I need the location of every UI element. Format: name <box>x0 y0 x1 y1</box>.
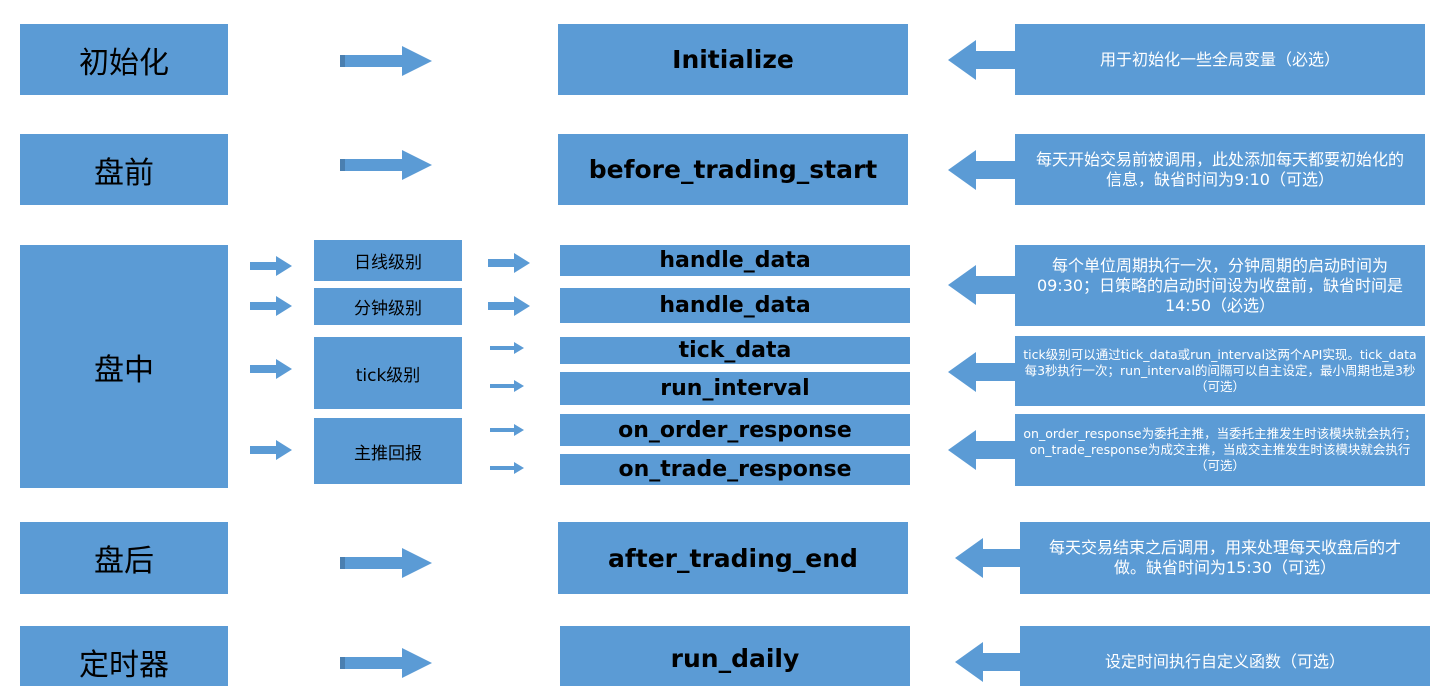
func-tick-data-label: tick_data <box>678 338 792 363</box>
desc-handle-text: 每个单位周期执行一次，分钟周期的启动时间为09:30；日策略的启动时间设为收盘前… <box>1036 255 1404 315</box>
desc-post: 每天交易结束之后调用，用来处理每天收盘后的才做。缺省时间为15:30（可选） <box>1020 522 1430 594</box>
func-initialize: Initialize <box>558 24 908 95</box>
func-on-order-response: on_order_response <box>560 414 910 446</box>
arrow-right-icon <box>490 424 524 436</box>
level-tick-label: tick级别 <box>355 365 421 386</box>
func-on-trade-response: on_trade_response <box>560 454 910 485</box>
arrow-right-icon <box>340 150 432 180</box>
desc-init: 用于初始化一些全局变量（必选） <box>1015 24 1425 95</box>
arrow-right-icon <box>340 46 432 76</box>
func-run-interval: run_interval <box>560 372 910 405</box>
desc-tick: tick级别可以通过tick_data或run_interval这两个API实现… <box>1015 336 1425 406</box>
level-minute: 分钟级别 <box>314 288 462 325</box>
phase-init: 初始化 <box>20 24 228 95</box>
level-daily-label: 日线级别 <box>354 253 422 273</box>
func-after-trading-end-label: after_trading_end <box>608 543 858 573</box>
arrow-left-icon <box>948 430 1018 470</box>
phase-init-label: 初始化 <box>79 45 169 81</box>
func-handle-data-minute-label: handle_data <box>659 293 811 318</box>
level-push-label: 主推回报 <box>354 443 422 464</box>
func-on-trade-response-label: on_trade_response <box>618 457 852 482</box>
desc-timer: 设定时间执行自定义函数（可选） <box>1020 626 1430 686</box>
level-push: 主推回报 <box>314 418 462 484</box>
phase-post: 盘后 <box>20 522 228 594</box>
func-run-daily-label: run_daily <box>670 644 800 673</box>
arrow-left-icon <box>948 150 1018 190</box>
arrow-right-icon <box>490 462 524 474</box>
phase-intraday-label: 盘中 <box>94 352 154 388</box>
func-run-daily: run_daily <box>560 626 910 686</box>
desc-push: on_order_response为委托主推，当委托主推发生时该模块就会执行；o… <box>1015 414 1425 486</box>
desc-tick-text: tick级别可以通过tick_data或run_interval这两个API实现… <box>1023 346 1417 395</box>
func-handle-data-daily-label: handle_data <box>659 248 811 273</box>
level-daily: 日线级别 <box>314 240 462 281</box>
arrow-right-icon <box>250 256 292 276</box>
func-handle-data-minute: handle_data <box>560 288 910 323</box>
phase-pre: 盘前 <box>20 134 228 205</box>
desc-pre: 每天开始交易前被调用，此处添加每天都要初始化的信息，缺省时间为9:10（可选） <box>1015 134 1425 205</box>
desc-pre-text: 每天开始交易前被调用，此处添加每天都要初始化的信息，缺省时间为9:10（可选） <box>1035 149 1404 189</box>
arrow-left-icon <box>948 40 1018 80</box>
desc-timer-text: 设定时间执行自定义函数（可选） <box>1104 652 1345 671</box>
arrow-right-icon <box>490 380 524 392</box>
func-handle-data-daily: handle_data <box>560 245 910 276</box>
arrow-right-icon <box>340 648 432 678</box>
arrow-left-icon <box>948 265 1018 305</box>
arrow-right-icon <box>490 342 524 354</box>
phase-post-label: 盘后 <box>94 544 154 579</box>
phase-pre-label: 盘前 <box>94 155 154 191</box>
func-initialize-label: Initialize <box>672 45 794 74</box>
func-on-order-response-label: on_order_response <box>618 417 852 443</box>
arrow-right-icon <box>250 440 292 460</box>
arrow-right-icon <box>340 548 432 578</box>
func-before-trading-start: before_trading_start <box>558 134 908 205</box>
level-tick: tick级别 <box>314 337 462 409</box>
phase-timer: 定时器 <box>20 626 228 686</box>
desc-post-text: 每天交易结束之后调用，用来处理每天收盘后的才做。缺省时间为15:30（可选） <box>1048 538 1401 577</box>
arrow-left-icon <box>955 538 1025 578</box>
arrow-left-icon <box>955 642 1025 682</box>
arrow-right-icon <box>250 359 292 379</box>
func-after-trading-end: after_trading_end <box>558 522 908 594</box>
arrow-right-icon <box>488 296 530 316</box>
level-minute-label: 分钟级别 <box>354 299 422 319</box>
phase-intraday: 盘中 <box>20 245 228 488</box>
arrow-right-icon <box>488 253 530 273</box>
arrow-right-icon <box>250 296 292 316</box>
func-tick-data: tick_data <box>560 337 910 364</box>
desc-push-text: on_order_response为委托主推，当委托主推发生时该模块就会执行；o… <box>1023 425 1417 474</box>
desc-handle: 每个单位周期执行一次，分钟周期的启动时间为09:30；日策略的启动时间设为收盘前… <box>1015 245 1425 326</box>
func-run-interval-label: run_interval <box>660 376 810 401</box>
desc-init-text: 用于初始化一些全局变量（必选） <box>1099 49 1340 69</box>
arrow-left-icon <box>948 352 1018 392</box>
func-before-trading-start-label: before_trading_start <box>588 155 878 184</box>
phase-timer-label: 定时器 <box>79 648 169 683</box>
